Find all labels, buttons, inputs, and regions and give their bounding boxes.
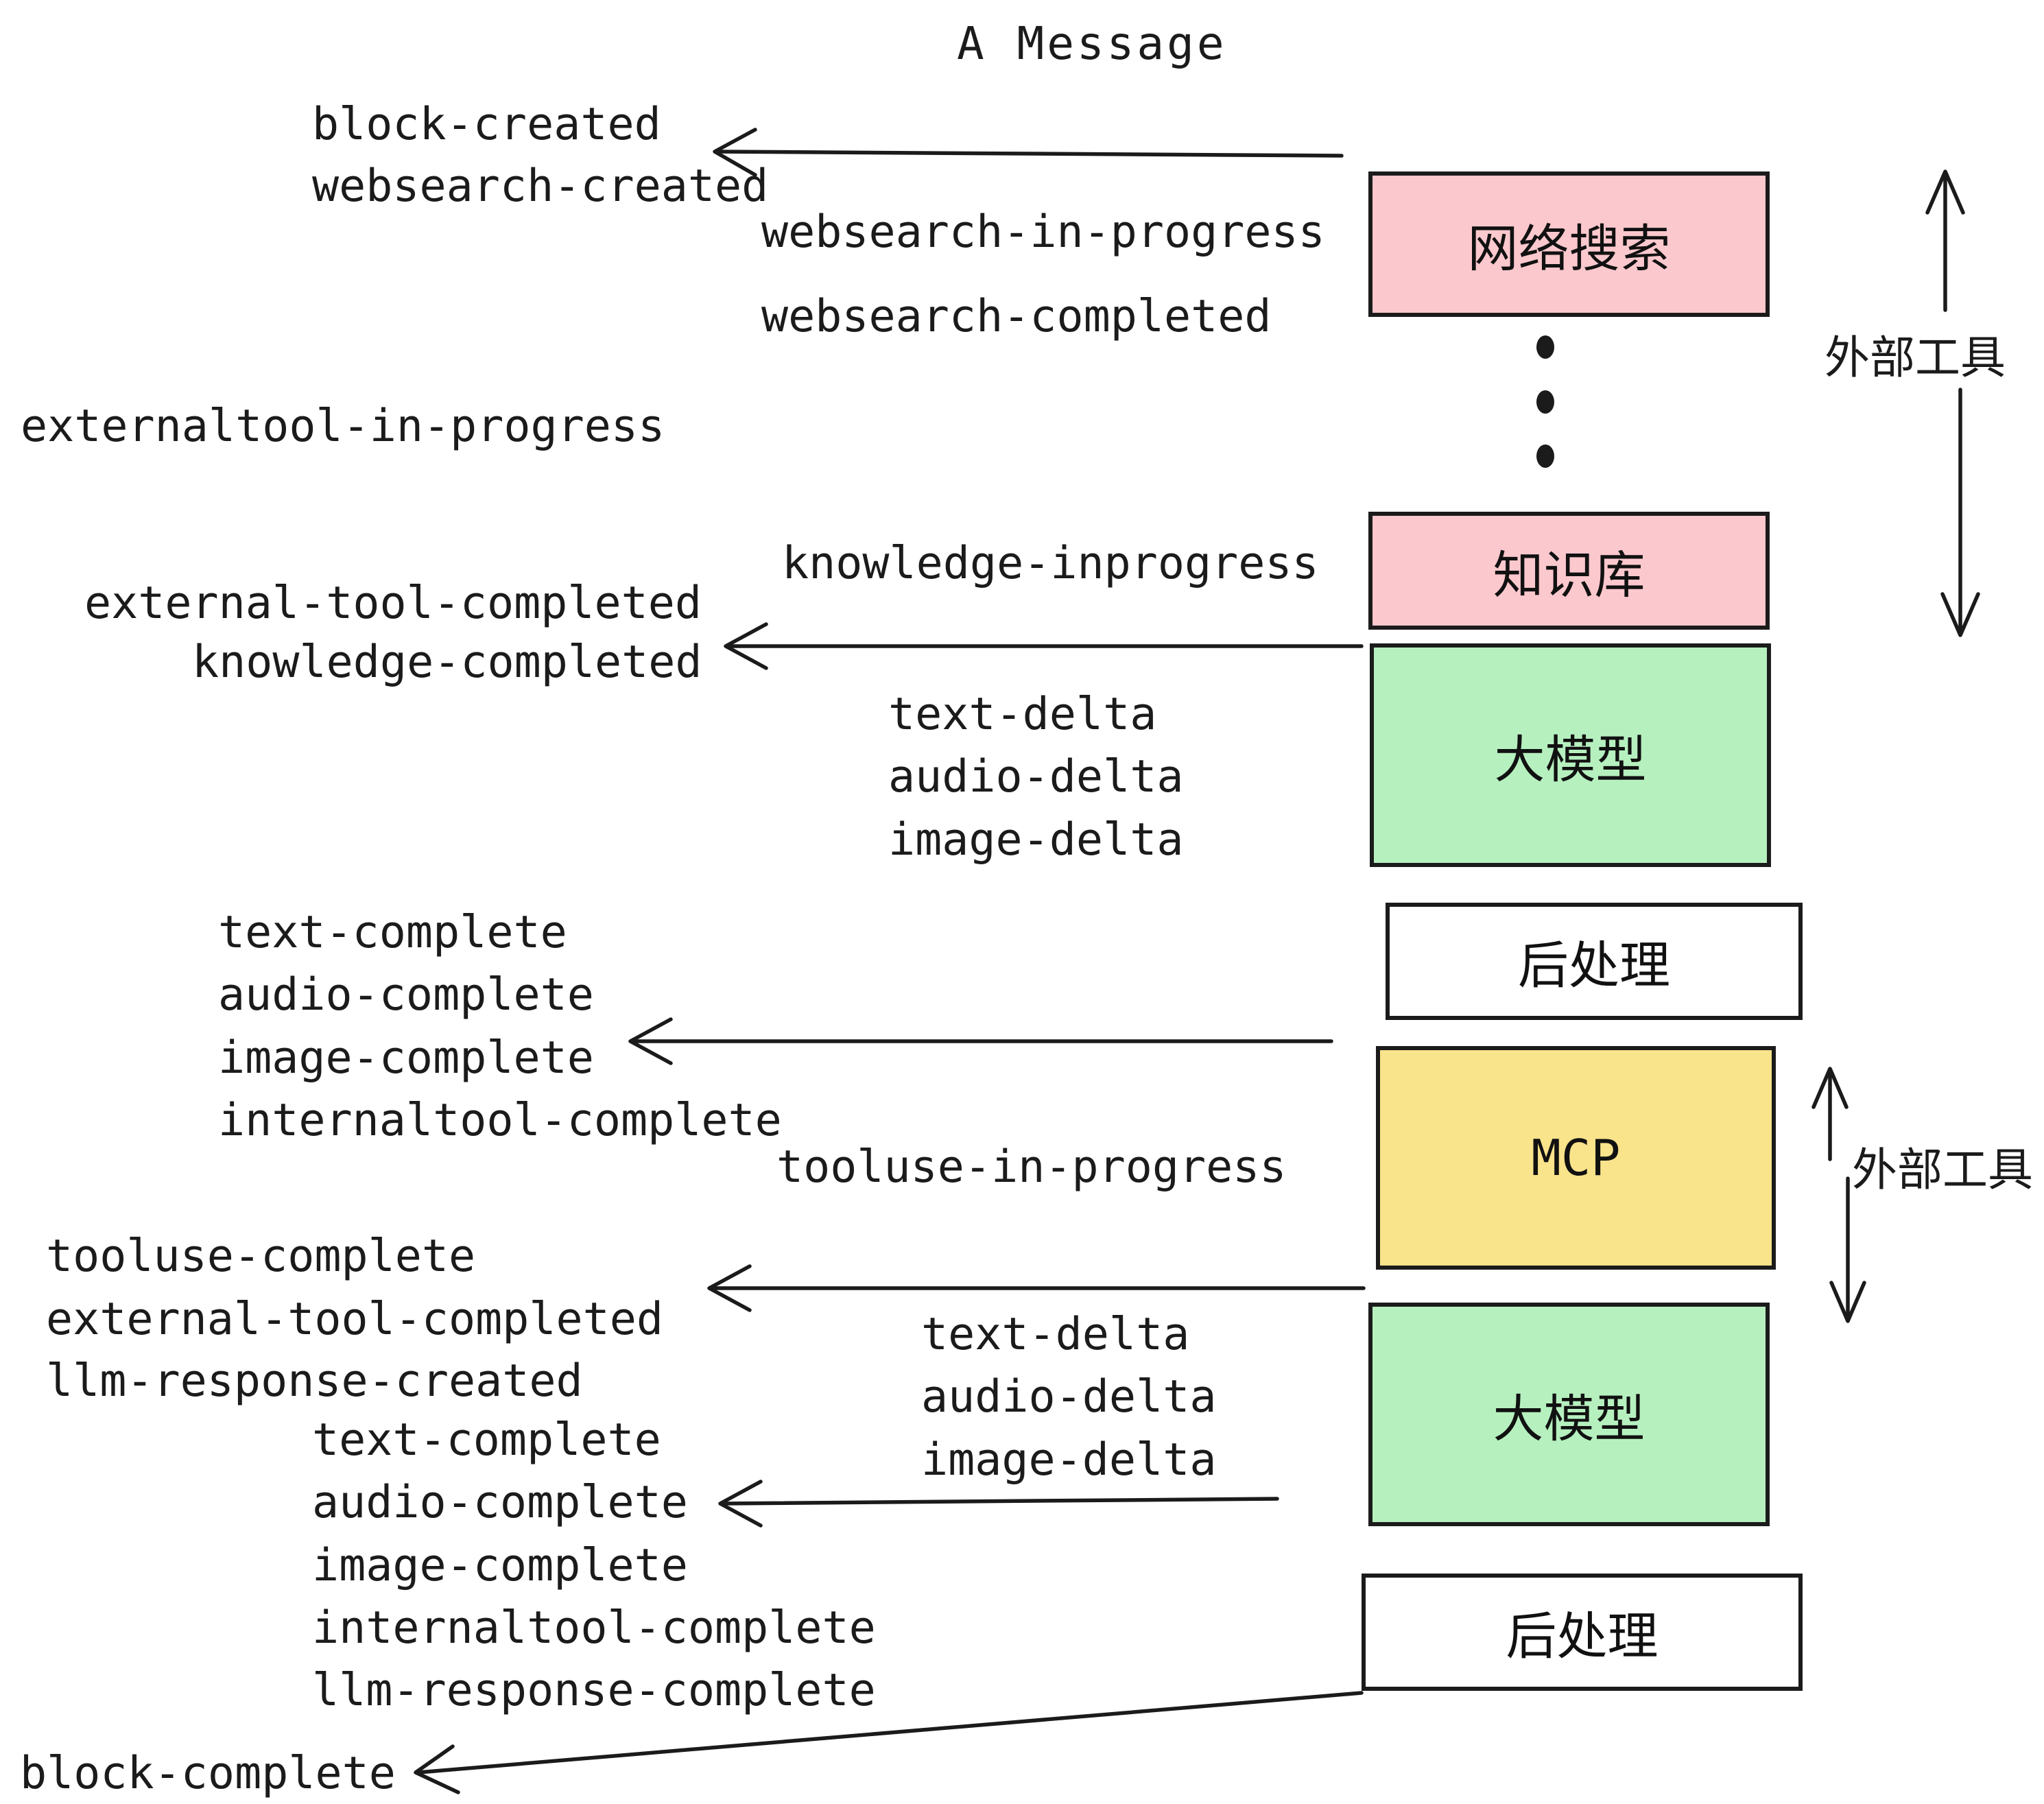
box-postprocess-1-label: 后处理: [1518, 936, 1670, 995]
event-websearch-completed: websearch-completed: [761, 291, 1272, 342]
box-knowledge-base-label: 知识库: [1493, 545, 1645, 605]
event-external-tool-completed: external-tool-completed: [84, 578, 702, 629]
arrow-external-tools-down-1: [1940, 388, 1980, 637]
box-websearch-label: 网络搜索: [1467, 219, 1671, 278]
event-text-complete: text-complete: [218, 907, 567, 958]
box-postprocess-2-label: 后处理: [1506, 1607, 1659, 1666]
event-internaltool-complete: internaltool-complete: [218, 1094, 782, 1146]
event-audio-delta: audio-delta: [888, 751, 1184, 803]
event-knowledge-inprogress: knowledge-inprogress: [782, 538, 1319, 589]
ellipsis-dots: [1536, 335, 1554, 468]
event-websearch-in-progress: websearch-in-progress: [761, 206, 1325, 258]
arrow-websearch-created: [713, 128, 1344, 177]
delta-events-group-1: text-delta audio-delta image-delta: [888, 691, 1183, 864]
complete-events-group-2: text-complete audio-complete image-compl…: [312, 1414, 876, 1716]
event-websearch-created: websearch-created: [312, 161, 769, 212]
event-audio-complete: audio-complete: [312, 1477, 688, 1529]
box-llm-1-label: 大模型: [1494, 730, 1647, 790]
box-mcp-label: MCP: [1531, 1129, 1621, 1187]
arrow-block-complete: [414, 1691, 1364, 1794]
event-image-delta: image-delta: [888, 814, 1184, 866]
arrow-audio-complete: [718, 1480, 1279, 1528]
event-audio-delta: audio-delta: [921, 1371, 1217, 1423]
box-websearch: 网络搜索: [1368, 171, 1770, 317]
box-llm-2-label: 大模型: [1493, 1389, 1645, 1449]
box-llm-1: 大模型: [1370, 643, 1771, 867]
event-image-complete: image-complete: [312, 1539, 688, 1591]
event-block-complete: block-complete: [20, 1748, 396, 1799]
event-externaltool-in-progress: externaltool-in-progress: [21, 401, 665, 452]
external-tools-annotation-2: 外部工具: [1852, 1143, 2033, 1196]
complete-events-group-1: text-complete audio-complete image-compl…: [218, 907, 782, 1146]
arrow-image-complete: [628, 1017, 1333, 1065]
event-block-created: block-created: [312, 99, 661, 150]
diagram-title: A Message: [957, 17, 1227, 70]
event-image-complete: image-complete: [218, 1032, 594, 1084]
event-internaltool-complete: internaltool-complete: [312, 1602, 876, 1654]
event-tooluse-in-progress: tooluse-in-progress: [776, 1141, 1287, 1193]
event-audio-complete: audio-complete: [218, 969, 594, 1021]
box-llm-2: 大模型: [1368, 1303, 1770, 1526]
arrow-external-tools-down-2: [1829, 1176, 1866, 1323]
delta-events-group-2: text-delta audio-delta image-delta: [921, 1309, 1217, 1486]
arrow-external-tools-up-2: [1811, 1067, 1849, 1161]
box-postprocess-1: 后处理: [1386, 903, 1803, 1020]
event-text-complete: text-complete: [312, 1414, 661, 1466]
arrow-knowledge-completed: [724, 622, 1364, 670]
box-postprocess-2: 后处理: [1362, 1574, 1803, 1691]
event-knowledge-completed: knowledge-completed: [192, 637, 702, 688]
event-text-delta: text-delta: [888, 689, 1157, 740]
event-llm-response-created: llm-response-created: [46, 1355, 583, 1407]
box-mcp: MCP: [1376, 1046, 1776, 1270]
event-text-delta: text-delta: [921, 1309, 1190, 1360]
event-external-tool-completed-2: external-tool-completed: [46, 1294, 664, 1345]
event-llm-response-complete: llm-response-complete: [312, 1665, 876, 1716]
external-tools-annotation-1: 外部工具: [1825, 331, 2006, 384]
box-knowledge-base: 知识库: [1368, 512, 1770, 630]
arrow-external-tool-completed: [707, 1264, 1366, 1312]
arrow-external-tools-up-1: [1925, 169, 1965, 312]
event-image-delta: image-delta: [921, 1434, 1217, 1486]
event-tooluse-complete: tooluse-complete: [46, 1231, 476, 1282]
